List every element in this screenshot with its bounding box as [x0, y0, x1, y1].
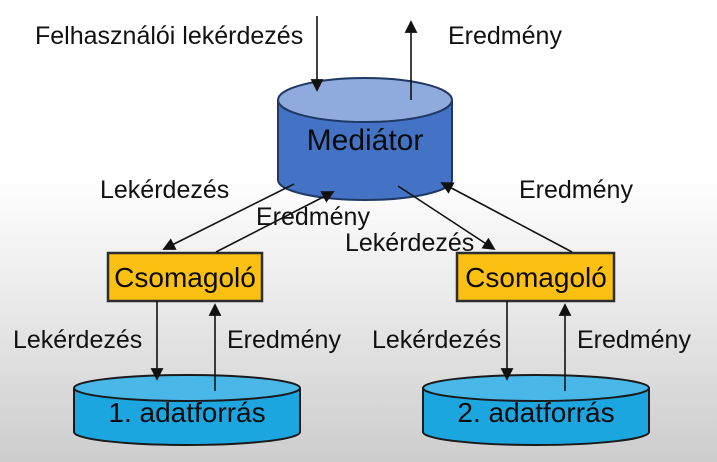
- edge-label-result-bottom-left: Eredmény: [227, 326, 341, 354]
- datasource-left-label: 1. adatforrás: [108, 397, 266, 428]
- edge-label-query-mid-center: Lekérdezés: [345, 229, 475, 257]
- arrow-result-right-wrapper-to-mediator: [440, 182, 573, 253]
- arrow-query-mediator-to-left-wrapper: [162, 183, 295, 250]
- arrow-query-mediator-to-right-wrapper: [397, 185, 496, 251]
- wrapper-right-node: [455, 251, 616, 303]
- edge-label-user-query: Felhasználói lekérdezés: [35, 22, 304, 50]
- datasource-right-label: 2. adatforrás: [457, 397, 615, 428]
- diagram-arrows: [150, 16, 573, 391]
- edge-label-result-bottom-right: Eredmény: [577, 326, 691, 354]
- edge-label-query-mid-left: Lekérdezés: [100, 176, 230, 204]
- wrapper-right-label: Csomagoló: [465, 262, 607, 293]
- edge-label-query-bottom-right: Lekérdezés: [372, 326, 502, 354]
- arrow-result-left-wrapper-to-mediator: [215, 191, 335, 253]
- edge-label-result-mid-center: Eredmény: [256, 203, 370, 231]
- mediator-label: Mediátor: [306, 124, 424, 157]
- datasource-left-node: [73, 374, 301, 446]
- wrapper-left-node: [106, 251, 264, 303]
- datasource-right-node: [422, 374, 650, 446]
- wrapper-left-label: Csomagoló: [114, 262, 256, 293]
- edge-label-result-mid-right: Eredmény: [519, 176, 633, 204]
- edge-label-result-top: Eredmény: [448, 22, 562, 50]
- edge-label-query-bottom-left: Lekérdezés: [13, 326, 143, 354]
